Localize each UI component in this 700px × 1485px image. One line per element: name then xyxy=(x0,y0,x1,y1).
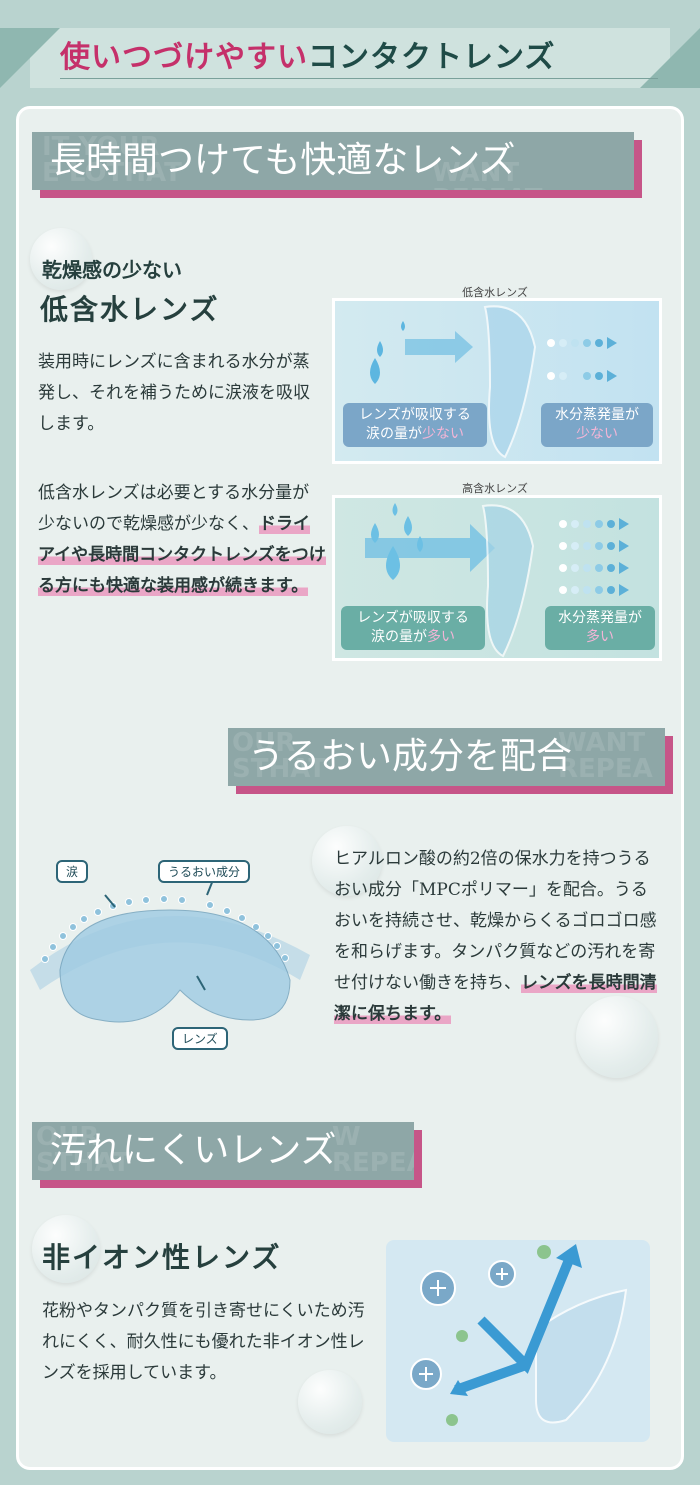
title-dark: コンタクトレンズ xyxy=(308,40,556,75)
tears-label: 涙 xyxy=(56,860,89,883)
moisture-component-label: うるおい成分 xyxy=(158,860,251,883)
diagram-caption: 低含水レンズ xyxy=(462,286,528,299)
water-drop-decoration xyxy=(32,1215,100,1283)
subtitle: 乾燥感の少ない xyxy=(42,258,182,282)
absorb-label: レンズが吸収する涙の量が少ない xyxy=(343,403,487,447)
lens-label: レンズ xyxy=(172,1027,228,1050)
water-drop-decoration xyxy=(312,826,382,896)
emph-text: 多い xyxy=(586,629,614,645)
text: 水分蒸発量が xyxy=(555,407,639,423)
text: 低含水レンズは必要とする水分量が少ないので乾燥感が少なく、 xyxy=(38,483,310,534)
heading-text: 長時間つけても快適なレンズ xyxy=(50,140,516,181)
paragraph: 花粉やタンパク質を引き寄せにくいため汚れにくく、耐久性にも優れた非イオン性レンズ… xyxy=(42,1301,365,1383)
page-title: 使いつづけやすいコンタクトレンズ xyxy=(60,32,555,76)
paragraph: 装用時にレンズに含まれる水分が蒸発し、それを補うために涙液を吸収します。 xyxy=(38,352,310,434)
lens-evaporation-illustration xyxy=(370,305,617,459)
lens-moisture-illustration xyxy=(30,874,310,1023)
divider xyxy=(60,78,658,79)
heading-text: 汚れにくいレンズ xyxy=(50,1130,337,1171)
text: 水分蒸発量が xyxy=(558,610,642,626)
text: ヒアルロン酸の約2倍の保水力を持つうるおい成分「MPCポリマー」を配合。うるおい… xyxy=(334,849,657,993)
paragraph: ヒアルロン酸の約2倍の保水力を持つうるおい成分「MPCポリマー」を配合。うるおい… xyxy=(334,844,660,1030)
heading-text: うるおい成分を配合 xyxy=(248,736,573,777)
absorb-label: レンズが吸収する涙の量が多い xyxy=(341,606,485,650)
water-drop-decoration xyxy=(576,996,658,1078)
diagram-caption: 高含水レンズ xyxy=(462,482,528,495)
text: 涙の量が xyxy=(371,629,427,645)
high-water-diagram: レンズが吸収する涙の量が多い 水分蒸発量が多い xyxy=(332,495,662,661)
text: 涙の量が xyxy=(366,426,422,442)
emph-text: 少ない xyxy=(576,426,618,442)
emph-text: 多い xyxy=(427,629,455,645)
text: レンズが吸収する xyxy=(359,407,471,423)
feature-title: 低含水レンズ xyxy=(40,293,220,326)
section-heading-stain: OURSTHATWREPEA 汚れにくいレンズ xyxy=(32,1122,414,1180)
non-ionic-illustration xyxy=(386,1240,650,1442)
evaporation-label: 水分蒸発量が多い xyxy=(545,606,655,650)
low-water-diagram: レンズが吸収する涙の量が少ない 水分蒸発量が少ない xyxy=(332,298,662,464)
evaporation-label: 水分蒸発量が少ない xyxy=(541,403,653,447)
paragraph: 低含水レンズは必要とする水分量が少ないので乾燥感が少なく、ドライアイや長時間コン… xyxy=(38,478,326,602)
water-drop-decoration xyxy=(30,228,92,290)
highlight-text: ドライアイや長時間コンタクトレンズをつける方にも快適な装用感が続きます。 xyxy=(38,514,326,596)
feature-title: 非イオン性レンズ xyxy=(42,1241,282,1274)
emph-text: 少ない xyxy=(422,426,464,442)
water-drop-decoration xyxy=(298,1370,362,1434)
lens-evaporation-illustration xyxy=(365,503,629,658)
text: レンズが吸収する xyxy=(357,610,469,626)
title-pink: 使いつづけやすい xyxy=(60,40,308,75)
